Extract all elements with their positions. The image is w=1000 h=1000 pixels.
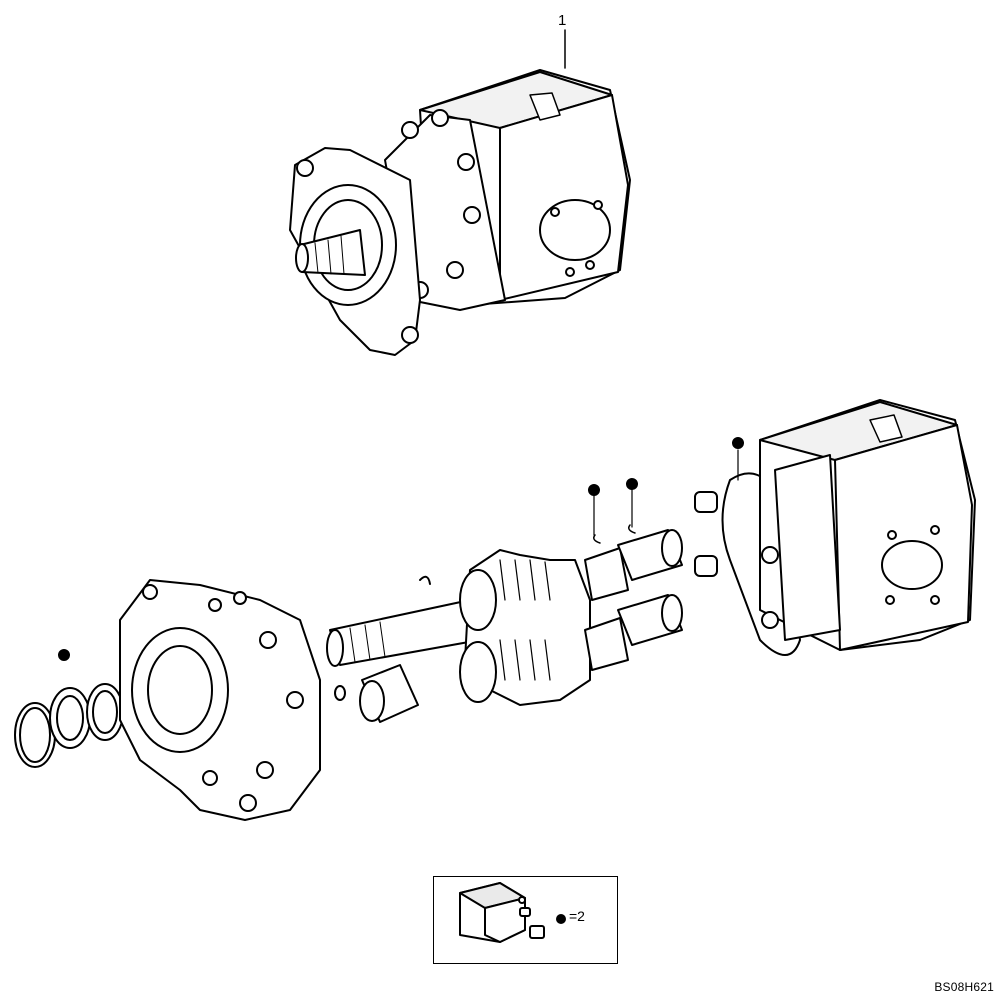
gear-seal-right xyxy=(593,524,636,544)
figure-reference-code: BS08H621 xyxy=(934,980,994,994)
legend-dot xyxy=(556,914,566,924)
legend-kit-icon xyxy=(459,882,545,943)
seal-kit-dot xyxy=(588,484,600,496)
front-flange-housing xyxy=(119,579,321,821)
drive-gear-shaft xyxy=(326,599,481,667)
gear-seal-left xyxy=(419,575,431,585)
small-bushing xyxy=(334,685,346,701)
pump-housing-rear xyxy=(759,399,976,651)
gear-pair xyxy=(459,549,591,706)
dowel-pin xyxy=(694,555,718,577)
seal-kit-dot xyxy=(58,649,70,661)
seal-kit-dot xyxy=(626,478,638,490)
legend-box xyxy=(433,876,618,964)
assembled-pump xyxy=(289,29,631,356)
dowel-pin xyxy=(694,491,718,513)
callout-number: 1 xyxy=(558,12,567,29)
legend-text: =2 xyxy=(569,908,585,924)
seal-kit-dot xyxy=(732,437,744,449)
